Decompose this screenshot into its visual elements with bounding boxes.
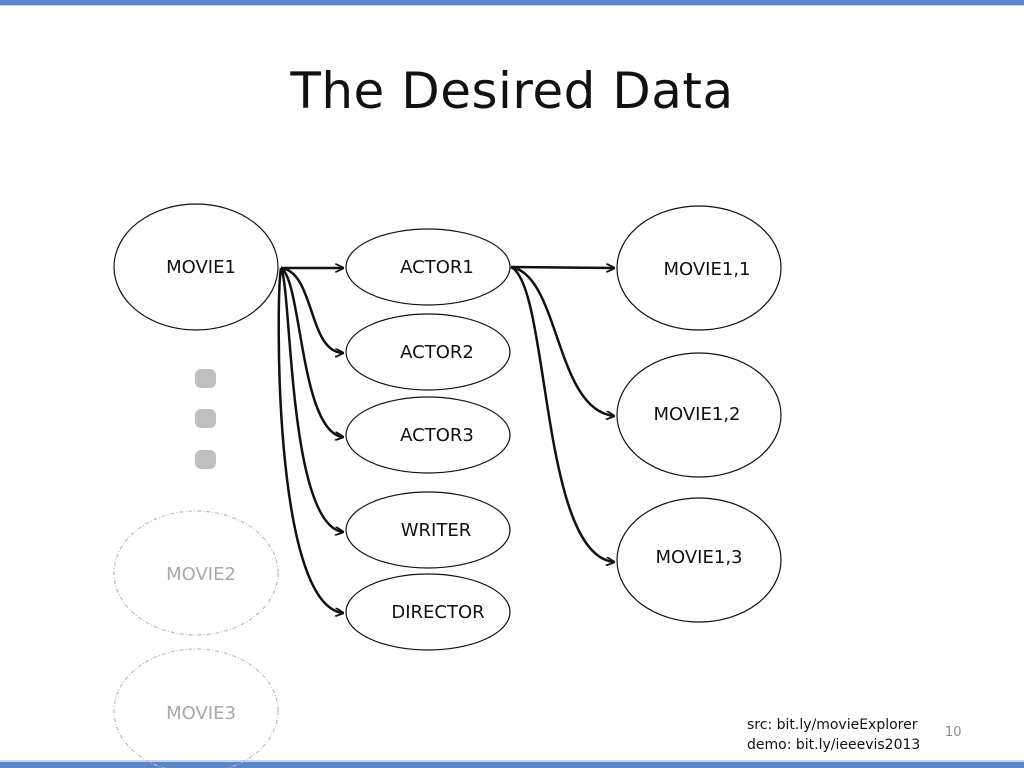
node-movie1-label: MOVIE1 (166, 257, 236, 278)
node-actor1-label: ACTOR1 (400, 257, 474, 278)
node-movie1-1-label: MOVIE1,1 (663, 259, 750, 280)
edge-movie1-writer (279, 267, 343, 532)
node-movie3-label: MOVIE3 (166, 703, 236, 724)
node-director: DIRECTOR (345, 573, 511, 651)
edge-movie1-actor2 (280, 266, 343, 353)
edge-movie1-actor3 (280, 266, 343, 437)
ellipsis-dot (195, 369, 216, 388)
node-writer: WRITER (345, 491, 511, 569)
ellipsis-dots (195, 369, 216, 469)
node-movie1-3: MOVIE1,3 (616, 497, 782, 623)
edge-actor1-movie1-1 (510, 267, 614, 268)
edge-movie1-director (277, 267, 343, 613)
slide-title: The Desired Data (290, 62, 734, 120)
node-movie2: MOVIE2 (113, 510, 279, 636)
node-actor3-label: ACTOR3 (400, 425, 474, 446)
edge-actor1-movie1-2 (510, 265, 614, 416)
node-movie1-1: MOVIE1,1 (616, 205, 782, 331)
node-actor1: ACTOR1 (345, 228, 511, 306)
source-link: src: bit.ly/movieExplorer (747, 717, 918, 733)
node-actor2: ACTOR2 (345, 313, 511, 391)
node-writer-label: WRITER (401, 520, 472, 541)
top-accent-bar (0, 0, 1024, 6)
node-director-label: DIRECTOR (391, 602, 484, 623)
node-movie1: MOVIE1 (113, 203, 279, 331)
bottom-accent-bar (0, 760, 1024, 768)
node-actor3: ACTOR3 (345, 396, 511, 474)
ellipsis-dot (195, 450, 216, 469)
node-actor2-label: ACTOR2 (400, 342, 474, 363)
page-number: 10 (945, 725, 962, 740)
node-movie3: MOVIE3 (113, 648, 279, 768)
demo-link: demo: bit.ly/ieeevis2013 (747, 737, 921, 753)
edge-actor1-movie1-3 (510, 265, 614, 562)
edges (277, 265, 614, 613)
node-movie2-label: MOVIE2 (166, 564, 236, 585)
ellipsis-dot (195, 409, 216, 428)
node-movie1-3-label: MOVIE1,3 (655, 547, 742, 568)
node-movie1-2: MOVIE1,2 (616, 352, 782, 478)
source-credits: src: bit.ly/movieExplorer demo: bit.ly/i… (747, 715, 920, 755)
node-movie1-2-label: MOVIE1,2 (653, 404, 740, 425)
